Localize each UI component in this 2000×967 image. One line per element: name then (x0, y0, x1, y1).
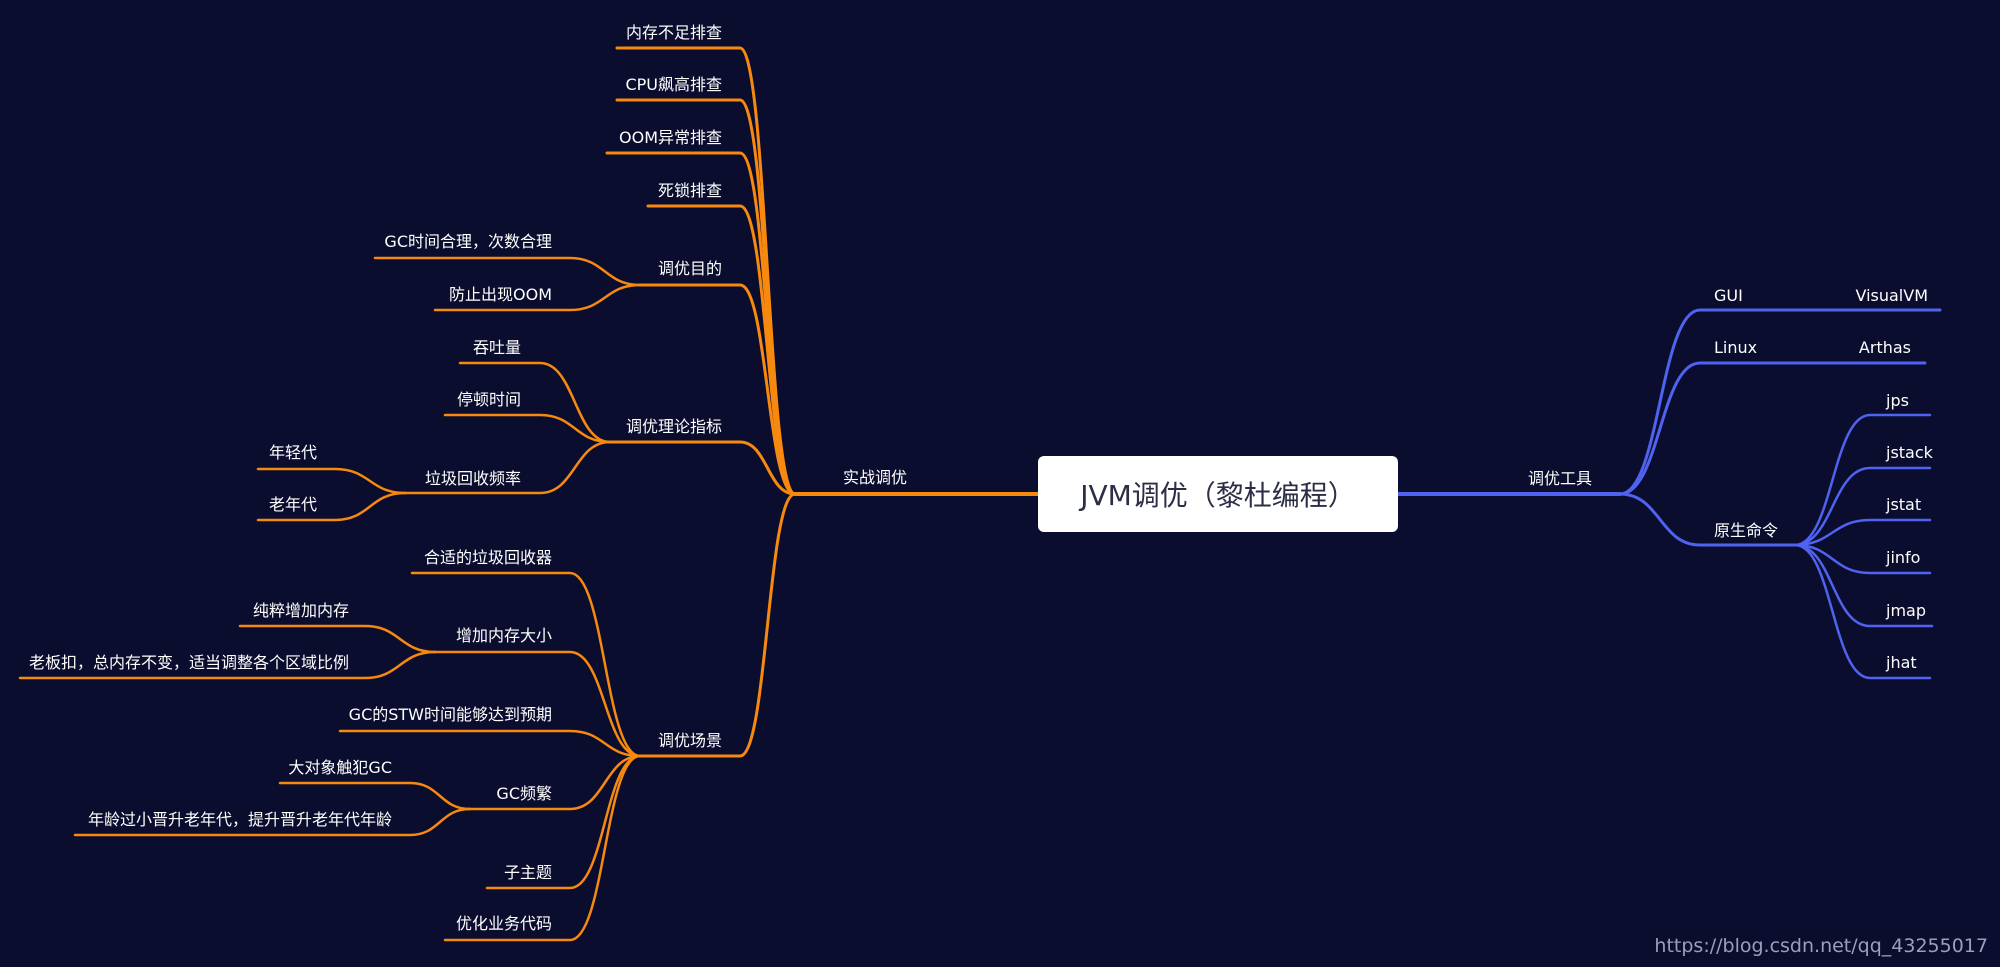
watermark: https://blog.csdn.net/qq_43255017 (1654, 935, 1988, 957)
node-tuning-theory[interactable]: 调优理论指标 (625, 417, 722, 436)
node-gc-frequent[interactable]: GC频繁 (496, 784, 552, 803)
node-old-gen[interactable]: 老年代 (268, 495, 317, 514)
node-deadlock-check[interactable]: 死锁排查 (657, 181, 722, 200)
node-optimize-code[interactable]: 优化业务代码 (455, 914, 552, 933)
node-native-commands[interactable]: 原生命令 (1714, 521, 1779, 540)
node-stw-expect[interactable]: GC的STW时间能够达到预期 (348, 705, 552, 724)
node-jinfo[interactable]: jinfo (1886, 548, 1921, 567)
node-practical-tuning[interactable]: 实战调优 (842, 468, 907, 487)
edge-linux (1618, 361, 1927, 496)
edge-stw-expect (338, 729, 642, 758)
node-mem-check[interactable]: 内存不足排查 (625, 23, 722, 42)
edge-native (1618, 492, 1797, 547)
edge-jstack (1793, 466, 1932, 547)
edge-prevent-oom (433, 283, 642, 312)
node-gc-reasonable[interactable]: GC时间合理，次数合理 (384, 232, 552, 251)
edge-optimize-code (443, 754, 642, 942)
edge-big-object (278, 781, 472, 811)
edge-sub-topic (485, 754, 642, 890)
node-tuning-scenario[interactable]: 调优场景 (657, 731, 722, 750)
node-suitable-gc[interactable]: 合适的垃圾回收器 (423, 548, 552, 567)
root-node-label: JVM调优（黎杜编程） (1080, 479, 1356, 512)
node-gui[interactable]: GUI (1714, 286, 1743, 305)
node-cpu-check[interactable]: CPU飙高排查 (625, 75, 722, 94)
edge-old-gen (256, 491, 407, 522)
root-node[interactable]: JVM调优（黎杜编程） (1038, 456, 1398, 532)
node-pause-time[interactable]: 停顿时间 (456, 390, 521, 409)
node-jstat[interactable]: jstat (1886, 495, 1922, 514)
node-tuning-tools[interactable]: 调优工具 (1528, 469, 1593, 488)
node-sub-topic[interactable]: 子主题 (503, 863, 552, 882)
edge-gc-frequency (403, 440, 612, 495)
edge-throughput (458, 361, 612, 444)
node-prevent-oom[interactable]: 防止出现OOM (449, 285, 552, 304)
edge-jinfo (1793, 543, 1932, 575)
node-young-gen[interactable]: 年轻代 (268, 443, 317, 462)
node-oom-check[interactable]: OOM异常排查 (619, 128, 722, 147)
node-visualvm[interactable]: VisualVM (1855, 286, 1928, 305)
edge-jhat (1793, 543, 1932, 680)
edge-ratio-adjust (18, 650, 437, 680)
edge-increase-memory (433, 650, 642, 758)
edge-pure-add (238, 624, 437, 654)
edge-suitable-gc (410, 571, 642, 758)
edge-pause-time (443, 413, 612, 444)
node-pure-add-memory[interactable]: 纯粹增加内存 (252, 601, 349, 620)
edge-gc-frequent (468, 754, 642, 811)
edge-scenario (638, 492, 797, 758)
node-big-object[interactable]: 大对象触犯GC (288, 758, 392, 777)
edge-jps (1793, 413, 1932, 547)
node-jstack[interactable]: jstack (1886, 443, 1933, 462)
node-jhat[interactable]: jhat (1886, 653, 1917, 672)
edge-gui (1618, 308, 1942, 496)
node-jmap[interactable]: jmap (1886, 601, 1926, 620)
edge-gc-reasonable (373, 256, 642, 287)
edge-theory (608, 440, 797, 496)
node-gc-frequency[interactable]: 垃圾回收频率 (424, 469, 521, 488)
node-linux[interactable]: Linux (1714, 338, 1758, 357)
node-ratio-adjust[interactable]: 老板扣，总内存不变，适当调整各个区域比例 (28, 653, 349, 672)
node-arthas[interactable]: Arthas (1858, 338, 1911, 357)
node-jps[interactable]: jps (1886, 391, 1909, 410)
edge-jmap (1793, 543, 1934, 628)
node-age-small[interactable]: 年龄过小晋升老年代，提升晋升老年代年龄 (87, 810, 392, 829)
edge-deadlock-check (646, 204, 797, 496)
edge-young-gen (256, 467, 407, 495)
edge-age-small (73, 807, 472, 837)
node-tuning-goal[interactable]: 调优目的 (657, 259, 722, 278)
node-throughput[interactable]: 吞吐量 (472, 338, 521, 357)
edge-jstat (1793, 518, 1932, 547)
node-increase-memory[interactable]: 增加内存大小 (455, 626, 552, 645)
edge-goal (638, 283, 797, 496)
